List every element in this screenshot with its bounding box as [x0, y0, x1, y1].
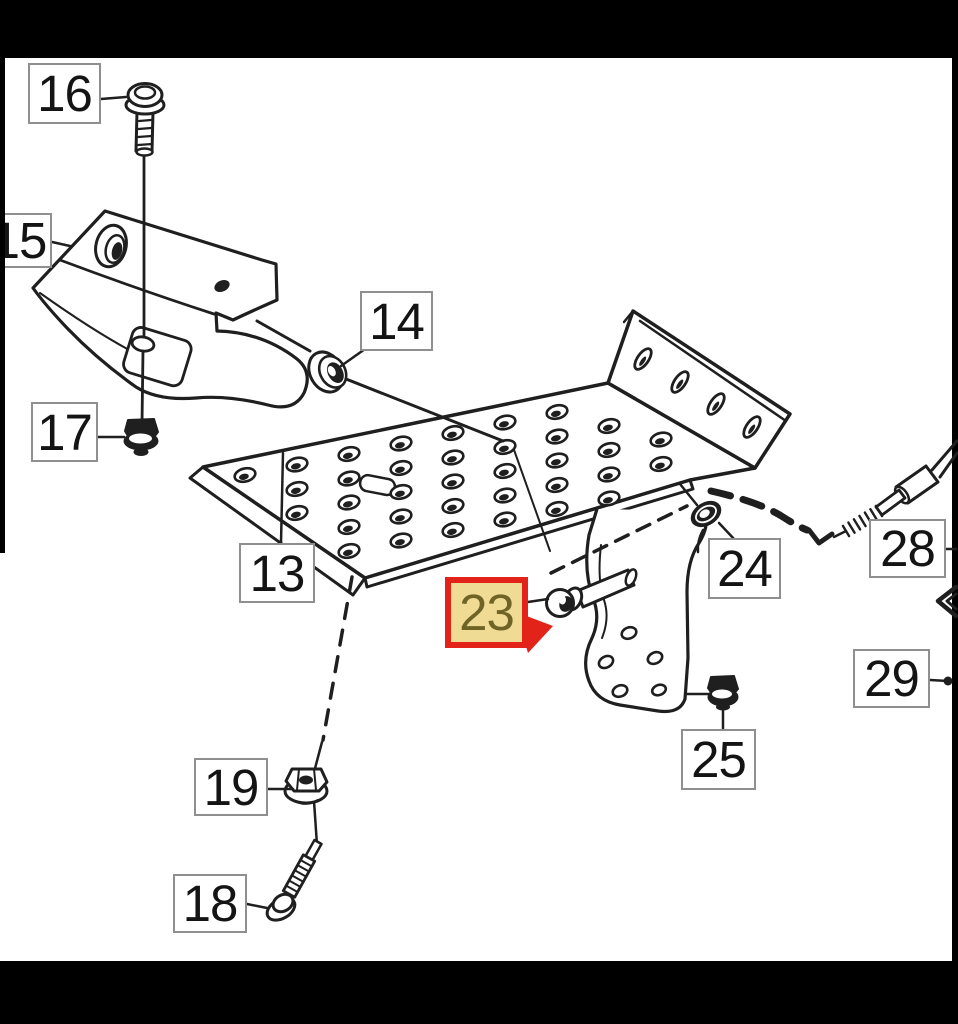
flange-slots	[633, 347, 762, 439]
left-letterbox-strip	[0, 58, 5, 553]
callout-15[interactable]: 15	[0, 213, 52, 268]
leader-24	[717, 521, 737, 542]
bolt-18-threads	[286, 859, 312, 893]
leader-14	[339, 347, 367, 368]
flange-nut-19	[283, 767, 329, 805]
cable-spring-coil	[841, 504, 884, 538]
leader-16	[99, 95, 128, 101]
washer-24	[690, 500, 722, 528]
callout-29[interactable]: 29	[853, 649, 930, 708]
skid-plate-13	[188, 309, 792, 597]
callout-16[interactable]: 16	[28, 63, 101, 124]
callout-23[interactable]: 23	[445, 577, 528, 648]
flange-nut-25	[707, 675, 739, 711]
flange-nut-17	[123, 418, 159, 456]
leader-23	[526, 597, 550, 604]
bolt-23	[545, 568, 638, 618]
bracket-15	[31, 154, 309, 426]
callout-24[interactable]: 24	[708, 538, 781, 599]
callout-18[interactable]: 18	[173, 874, 247, 933]
callout-leader-lines	[50, 95, 958, 910]
grommet-14	[255, 319, 348, 394]
leader-15	[50, 240, 72, 248]
flange-bolt-18	[265, 838, 323, 922]
callout-17[interactable]: 17	[31, 402, 98, 462]
cable-28	[707, 439, 958, 546]
plate-dimples	[233, 403, 673, 560]
leader-18	[245, 902, 269, 910]
callout-25[interactable]: 25	[681, 729, 756, 790]
callout-13[interactable]: 13	[239, 543, 315, 603]
leader-13	[279, 451, 285, 545]
callout-19[interactable]: 19	[194, 758, 268, 816]
callout-14[interactable]: 14	[360, 291, 433, 351]
callout-28[interactable]: 28	[869, 519, 946, 578]
leader-29	[928, 678, 950, 683]
flange-bolt-16	[124, 82, 166, 157]
mount-bracket	[549, 482, 711, 714]
